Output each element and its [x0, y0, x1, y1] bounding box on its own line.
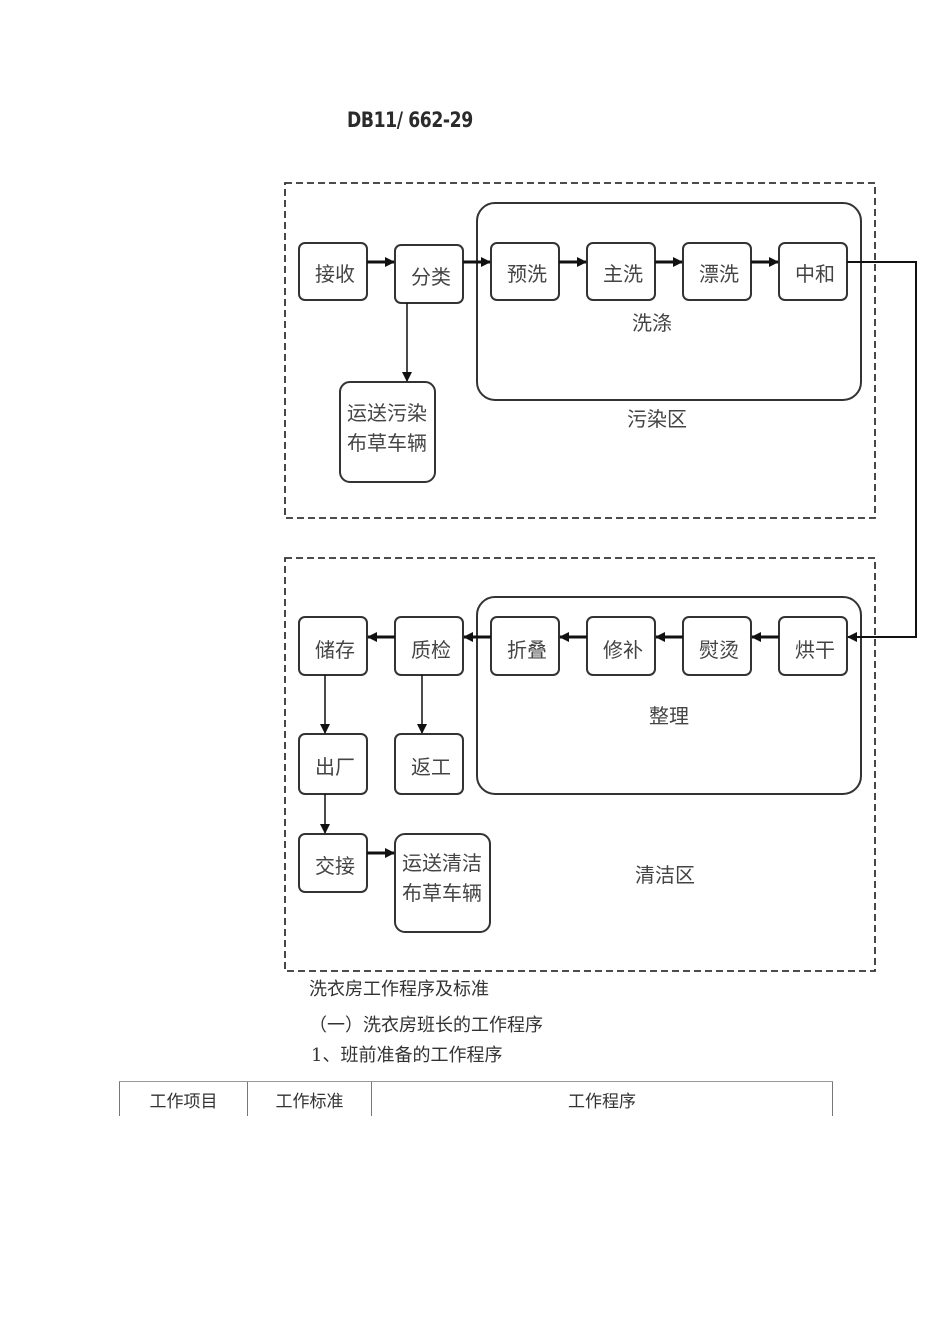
svg-text:修补: 修补 — [603, 638, 643, 662]
subsection-heading: 1、班前准备的工作程序 — [311, 1045, 503, 1066]
svg-text:质检: 质检 — [411, 638, 451, 662]
svg-text:出厂: 出厂 — [315, 755, 355, 779]
finishing-group — [476, 596, 862, 795]
finishing-group-label: 整理 — [649, 704, 689, 728]
column-header-work-procedure: 工作程序 — [371, 1082, 833, 1116]
node-prewash: 预洗 — [490, 242, 560, 301]
svg-text:布草车辆: 布草车辆 — [347, 431, 427, 455]
column-header-work-item: 工作项目 — [119, 1082, 247, 1116]
node-dry: 烘干 — [778, 616, 848, 676]
clean-zone-label: 清洁区 — [635, 863, 695, 887]
node-mainwash: 主洗 — [586, 242, 656, 301]
svg-text:接收: 接收 — [315, 262, 355, 286]
svg-text:主洗: 主洗 — [603, 262, 643, 286]
svg-text:漂洗: 漂洗 — [699, 262, 739, 286]
document-code: DB11/ 662-29 — [347, 108, 473, 132]
column-header-work-standard: 工作标准 — [247, 1082, 371, 1116]
washing-group — [476, 202, 862, 401]
svg-text:交接: 交接 — [315, 854, 355, 878]
svg-text:分类: 分类 — [411, 265, 451, 289]
svg-text:折叠: 折叠 — [507, 638, 547, 662]
node-fold: 折叠 — [490, 616, 560, 676]
node-repair: 修补 — [586, 616, 656, 676]
node-dispatch: 出厂 — [298, 733, 368, 795]
clean-zone — [284, 557, 876, 972]
node-handover: 交接 — [298, 833, 368, 893]
node-rinse: 漂洗 — [682, 242, 752, 301]
procedure-table-header: 工作项目 工作标准 工作程序 — [119, 1081, 833, 1116]
washing-group-label: 洗涤 — [632, 311, 672, 335]
section-title: 洗衣房工作程序及标准 — [309, 979, 489, 1000]
svg-text:布草车辆: 布草车辆 — [402, 881, 482, 905]
section-heading: （一）洗衣房班长的工作程序 — [309, 1015, 543, 1036]
node-dirty-vehicle: 运送污染 布草车辆 — [339, 381, 436, 483]
svg-text:熨烫: 熨烫 — [699, 638, 739, 662]
node-store: 储存 — [298, 616, 368, 676]
laundry-flow-diagram: 洗涤 污染区 整理 清洁区 接收 分类 预洗 主洗 漂洗 中和 运送污染 布草车… — [284, 182, 917, 972]
node-inspect: 质检 — [394, 616, 464, 676]
svg-text:运送清洁: 运送清洁 — [402, 851, 482, 875]
node-receive: 接收 — [298, 242, 368, 301]
svg-text:运送污染: 运送污染 — [347, 401, 427, 425]
svg-text:返工: 返工 — [411, 755, 451, 779]
node-iron: 熨烫 — [682, 616, 752, 676]
contaminated-zone-label: 污染区 — [627, 407, 687, 431]
arrow-neutralize-dry — [847, 261, 917, 642]
node-clean-vehicle: 运送清洁 布草车辆 — [394, 833, 491, 933]
node-rework: 返工 — [394, 733, 464, 795]
svg-text:储存: 储存 — [315, 638, 355, 662]
svg-text:预洗: 预洗 — [507, 262, 547, 286]
svg-text:烘干: 烘干 — [795, 638, 835, 662]
node-sort: 分类 — [394, 244, 464, 304]
node-neutralize: 中和 — [778, 242, 848, 301]
svg-text:中和: 中和 — [795, 262, 835, 286]
